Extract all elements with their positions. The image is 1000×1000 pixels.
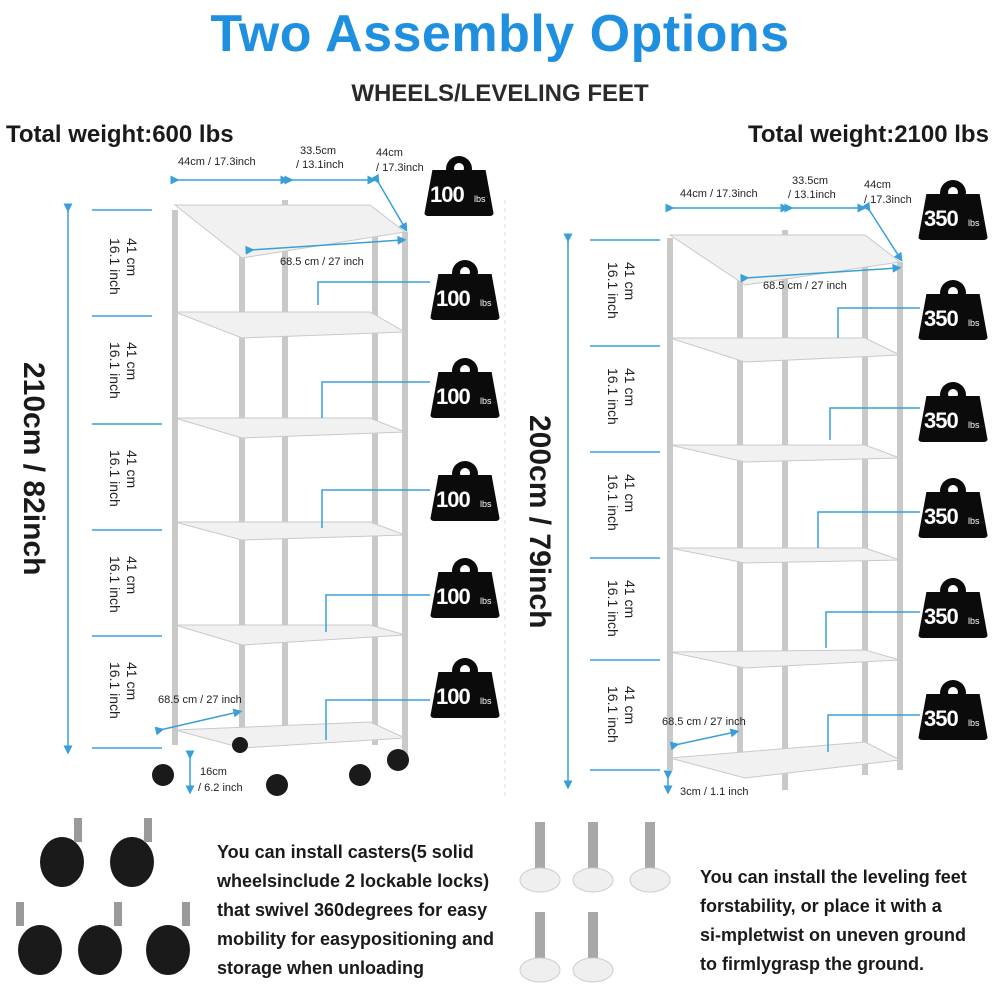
right-shelf-3: [669, 444, 901, 463]
left-diagonal-top: 68.5 cm / 27 inch: [280, 256, 364, 268]
left-shelf-2: [174, 311, 407, 339]
left-clearance-cm: 16cm: [200, 766, 227, 778]
left-height-label: 210cm / 82inch: [17, 362, 50, 576]
left-casters: [152, 737, 409, 796]
casters-illustration: [16, 818, 190, 975]
page-title: Two Assembly Options: [210, 5, 790, 63]
left-mid-cm: 33.5cm: [300, 145, 337, 157]
right-side-in: / 17.3inch: [864, 194, 912, 206]
right-shelf-unit: [667, 230, 903, 790]
left-width-label: 44cm / 17.3inch: [178, 156, 256, 168]
right-description: You can install the leveling feet forsta…: [700, 867, 967, 974]
left-side-cm: 44cm: [376, 147, 403, 159]
left-description: You can install casters(5 solid wheelsin…: [217, 842, 495, 978]
left-diagonal-bottom: 68.5 cm / 27 inch: [158, 694, 242, 706]
right-dimension-lines: [563, 201, 920, 795]
right-width-label: 44cm / 17.3inch: [680, 188, 758, 200]
page-subtitle: WHEELS/LEVELING FEET: [351, 80, 649, 107]
right-mid-in: / 13.1inch: [788, 189, 836, 201]
left-mid-in: / 13.1inch: [296, 159, 344, 171]
left-shelf-unit: [172, 200, 408, 760]
left-shelf-5: [174, 624, 406, 646]
right-height-label: 200cm / 79inch: [523, 415, 556, 629]
right-diagonal-bottom: 68.5 cm / 27 inch: [662, 716, 746, 728]
right-total-weight: Total weight:2100 lbs: [748, 121, 989, 148]
left-total-weight: Total weight:600 lbs: [6, 121, 234, 148]
right-side-cm: 44cm: [864, 179, 891, 191]
left-shelf-6: [174, 721, 406, 749]
right-shelf-1: [668, 234, 902, 286]
right-shelf-6: [669, 741, 902, 779]
right-mid-cm: 33.5cm: [792, 175, 829, 187]
right-shelf-4: [669, 547, 901, 564]
left-dimension-lines: [63, 173, 430, 795]
left-clearance-in: / 6.2 inch: [198, 782, 243, 794]
left-side-in: / 17.3inch: [376, 162, 424, 174]
left-shelf-1: [173, 204, 407, 259]
right-diagonal-top: 68.5 cm / 27 inch: [763, 280, 847, 292]
right-clearance: 3cm / 1.1 inch: [680, 786, 749, 798]
right-shelf-2: [669, 337, 901, 363]
left-shelf-4: [174, 521, 406, 541]
leveling-feet-illustration: [519, 822, 671, 983]
right-shelf-5: [669, 649, 901, 669]
left-shelf-3: [174, 417, 406, 439]
